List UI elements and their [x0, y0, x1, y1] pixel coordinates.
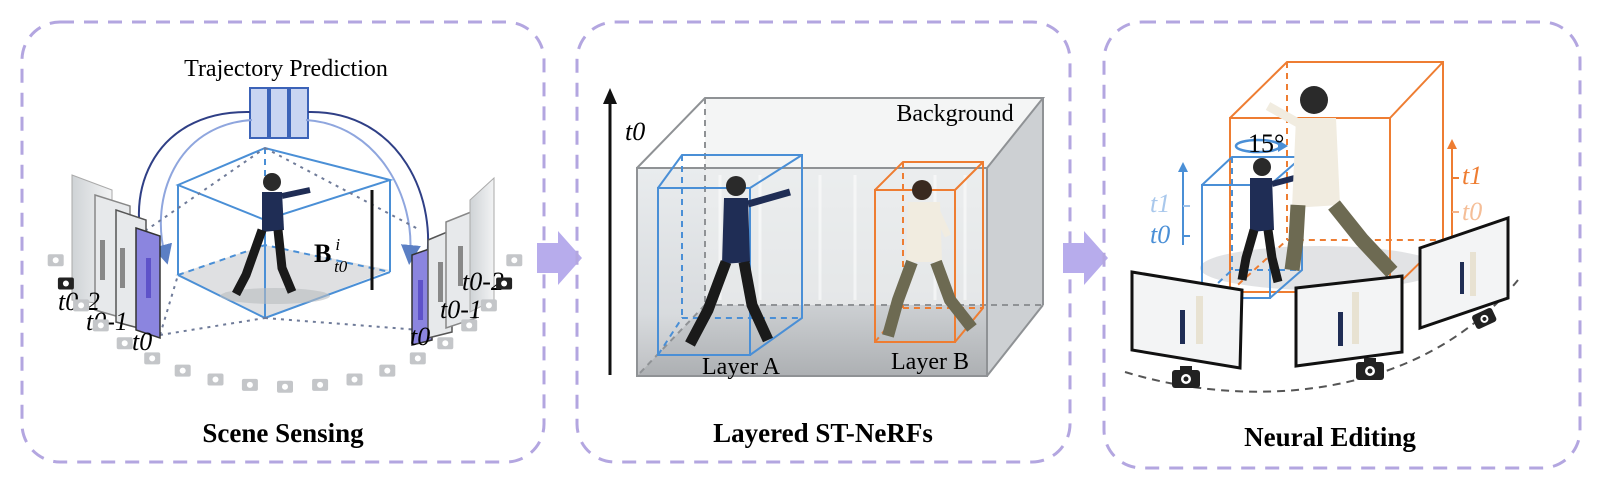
panel-border: [575, 20, 1072, 464]
panel-border: [1102, 20, 1582, 470]
camera-icon: [174, 364, 191, 377]
rendered-view-middle: [1294, 274, 1404, 368]
right-time-axis-arrowhead: [1447, 139, 1457, 149]
camera-icon: [57, 277, 74, 290]
trajectory-block-icon: [249, 87, 309, 139]
floor-shadow: [1200, 246, 1440, 290]
panel-neural-editing: 15° t1 t0 t1 t0: [1102, 20, 1582, 470]
left-time-axis-arrowhead: [1178, 162, 1188, 172]
bounding-box-label: B i t0: [314, 235, 348, 276]
layer-b-label: Layer B: [891, 349, 969, 375]
rotation-arrowhead: [1278, 140, 1288, 152]
right-time-label-t0: t0: [1462, 197, 1482, 226]
camera-icon: [73, 299, 90, 312]
left-time-label-t1: t1: [1150, 189, 1170, 218]
camera-icon: [496, 277, 513, 290]
flow-arrow-2: [1063, 231, 1108, 285]
rendered-view-left: [1130, 270, 1244, 370]
panel-border: [20, 20, 546, 464]
right-frame-stack: [411, 176, 495, 346]
rotation-angle-label: 15°: [1248, 129, 1284, 158]
panel-scene-sensing: Trajectory Prediction: [20, 20, 546, 464]
panel-title-neural-editing: Neural Editing: [1244, 422, 1416, 452]
person-icon: [1237, 158, 1303, 284]
person-icon: [1265, 86, 1398, 278]
rendered-view-right: [1418, 215, 1510, 331]
camera-icon: [461, 319, 478, 332]
camera-icon: [346, 373, 363, 386]
camera-icon: [506, 254, 523, 267]
left-time-label-3: t0: [132, 327, 152, 356]
person-icon: [685, 176, 791, 347]
camera-icon: [144, 352, 161, 365]
camera-icon: [480, 299, 497, 312]
camera-icon: [241, 378, 258, 391]
camera-ring: [47, 254, 523, 393]
background-label: Background: [896, 101, 1013, 127]
person-icon: [220, 173, 330, 304]
person-icon: [882, 180, 977, 338]
trajectory-arc-right-inner: [305, 119, 421, 265]
panel-layered-st-nerfs: t0: [575, 20, 1072, 464]
camera-icon: [207, 373, 224, 386]
trajectory-arc-left-inner: [152, 119, 253, 265]
camera-icon: [116, 337, 133, 350]
panel-title-scene-sensing: Scene Sensing: [202, 418, 364, 448]
camera-icon: [379, 364, 396, 377]
left-frame-stack: [71, 174, 161, 340]
right-time-label-2: t0-1: [440, 295, 482, 324]
camera-icon: [1356, 358, 1384, 380]
trajectory-prediction-label: Trajectory Prediction: [184, 56, 388, 82]
camera-icon: [437, 337, 454, 350]
right-time-label-3: t0: [410, 322, 430, 351]
layer-a-label: Layer A: [702, 354, 781, 380]
camera-icon: [1472, 307, 1497, 329]
camera-frustum-lines: [131, 147, 421, 336]
right-time-label-t1: t1: [1462, 161, 1482, 190]
camera-path-arc: [1124, 279, 1519, 393]
camera-icon: [312, 378, 329, 391]
time-axis-label: t0: [625, 117, 645, 146]
left-time-label-t0: t0: [1150, 220, 1170, 249]
camera-icon: [1172, 366, 1200, 388]
flow-arrow-1: [537, 231, 582, 285]
camera-icon: [277, 380, 293, 393]
time-axis-arrowhead: [603, 88, 617, 104]
camera-icon: [92, 319, 109, 332]
camera-icon: [47, 254, 64, 267]
camera-icon: [409, 352, 426, 365]
panel-title-layered-st-nerfs: Layered ST-NeRFs: [713, 418, 933, 448]
